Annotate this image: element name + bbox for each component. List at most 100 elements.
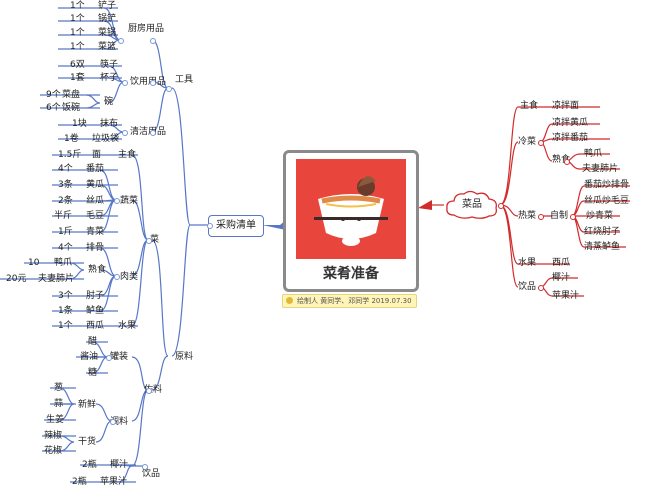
- topic-duck-claw-qty[interactable]: 10: [28, 258, 40, 268]
- topic-plate-qty[interactable]: 9个: [46, 90, 61, 100]
- topic-ribs[interactable]: 排骨: [86, 243, 105, 253]
- topic-veg[interactable]: 蔬菜: [120, 196, 139, 206]
- topic-plate[interactable]: 菜盘: [62, 90, 81, 100]
- topic-food[interactable]: 菜: [150, 235, 160, 245]
- topic-cooked[interactable]: 熟食: [88, 265, 107, 275]
- node-collapse-handle[interactable]: [570, 214, 576, 220]
- topic-r-fruit[interactable]: 水果: [518, 258, 537, 268]
- node-collapse-handle[interactable]: [564, 159, 570, 165]
- topic-ingredients[interactable]: 原料: [175, 352, 194, 362]
- topic-melon-qty[interactable]: 1个: [58, 321, 73, 331]
- topic-r-cold[interactable]: 冷菜: [518, 137, 537, 147]
- topic-cup-qty[interactable]: 1套: [70, 73, 85, 83]
- node-collapse-handle[interactable]: [114, 274, 120, 280]
- topic-condiment[interactable]: 罐装: [110, 352, 129, 362]
- topic-couple-slice[interactable]: 夫妻肺片: [38, 274, 75, 284]
- topic-loofah-qty[interactable]: 2条: [58, 196, 73, 206]
- topic-cucumber-qty[interactable]: 3条: [58, 180, 73, 190]
- topic-elbow[interactable]: 肘子: [86, 291, 105, 301]
- node-collapse-handle[interactable]: [118, 38, 124, 44]
- node-collapse-handle[interactable]: [207, 223, 213, 229]
- topic-r-cooked[interactable]: 熟食: [552, 155, 571, 165]
- topic-r-h2[interactable]: 丝瓜炒毛豆: [584, 196, 630, 206]
- node-collapse-handle[interactable]: [122, 130, 128, 136]
- topic-elbow-qty[interactable]: 3个: [58, 291, 73, 301]
- node-collapse-handle[interactable]: [142, 464, 148, 470]
- topic-shovel-qty[interactable]: 1个: [70, 1, 85, 11]
- node-collapse-handle[interactable]: [498, 203, 504, 209]
- topic-basket-qty[interactable]: 1个: [70, 42, 85, 52]
- topic-soy[interactable]: 酱油: [80, 352, 99, 362]
- topic-dried[interactable]: 干货: [78, 437, 97, 447]
- topic-r-h3[interactable]: 炒青菜: [586, 211, 614, 221]
- topic-scallion[interactable]: 葱: [54, 383, 64, 393]
- node-collapse-handle[interactable]: [146, 238, 152, 244]
- node-collapse-handle[interactable]: [122, 80, 128, 86]
- topic-ribs-qty[interactable]: 4个: [58, 243, 73, 253]
- topic-r-h1[interactable]: 番茄炒排骨: [584, 180, 630, 190]
- topic-r-cucumber[interactable]: 凉拌黄瓜: [552, 118, 589, 128]
- topic-bowl[interactable]: 碗: [104, 97, 114, 107]
- topic-r-h5[interactable]: 清蒸鲈鱼: [584, 242, 621, 252]
- topic-r-melon[interactable]: 西瓜: [552, 258, 571, 268]
- topic-pepper[interactable]: 花椒: [44, 446, 63, 456]
- topic-r-h4[interactable]: 红烧肘子: [584, 227, 621, 237]
- topic-greens[interactable]: 青菜: [86, 227, 105, 237]
- topic-ladle-qty[interactable]: 1个: [70, 14, 85, 24]
- topic-pot-qty[interactable]: 1个: [70, 28, 85, 38]
- node-collapse-handle[interactable]: [538, 140, 544, 146]
- topic-tomato[interactable]: 番茄: [86, 164, 105, 174]
- topic-duck-claw[interactable]: 鸭爪: [54, 258, 73, 268]
- topic-rag-qty[interactable]: 1块: [72, 119, 87, 129]
- topic-staple[interactable]: 主食: [118, 150, 137, 160]
- topic-trash-bag[interactable]: 垃圾袋: [92, 134, 120, 144]
- topic-r-slice[interactable]: 夫妻肺片: [582, 164, 619, 174]
- node-collapse-handle[interactable]: [106, 355, 112, 361]
- topic-r-tomato[interactable]: 凉拌番茄: [552, 133, 589, 143]
- topic-greens-qty[interactable]: 1斤: [58, 227, 73, 237]
- topic-rag[interactable]: 抹布: [100, 119, 119, 129]
- topic-r-hot[interactable]: 热菜: [518, 211, 537, 221]
- topic-coconut[interactable]: 椰汁: [110, 460, 129, 470]
- topic-loofah[interactable]: 丝瓜: [86, 196, 105, 206]
- topic-r-apple[interactable]: 苹果汁: [552, 291, 580, 301]
- topic-seasoning[interactable]: 佐料: [144, 385, 163, 395]
- central-topic[interactable]: 菜肴准备: [283, 150, 419, 292]
- node-collapse-handle[interactable]: [110, 419, 116, 425]
- topic-noodle-qty[interactable]: 1.5斤: [58, 150, 82, 160]
- topic-shovel[interactable]: 铲子: [98, 1, 117, 11]
- topic-tools[interactable]: 工具: [175, 75, 194, 85]
- topic-melon[interactable]: 西瓜: [86, 321, 105, 331]
- node-collapse-handle[interactable]: [150, 38, 156, 44]
- topic-edamame-qty[interactable]: 半斤: [54, 211, 73, 221]
- topic-fruit[interactable]: 水果: [118, 321, 137, 331]
- topic-rice-bowl[interactable]: 饭碗: [62, 103, 81, 113]
- topic-cup[interactable]: 杯子: [100, 73, 119, 83]
- node-collapse-handle[interactable]: [166, 86, 172, 92]
- topic-drink-use[interactable]: 饮用用品: [130, 77, 167, 87]
- topic-kitchen-use[interactable]: 厨房用品: [128, 24, 165, 34]
- topic-garlic[interactable]: 蒜: [54, 399, 64, 409]
- topic-meat[interactable]: 肉类: [120, 272, 139, 282]
- topic-chili[interactable]: 辣椒: [44, 431, 63, 441]
- topic-chopsticks-qty[interactable]: 6双: [70, 60, 85, 70]
- topic-rice-bowl-qty[interactable]: 6个: [46, 103, 61, 113]
- topic-spices[interactable]: 调料: [110, 417, 129, 427]
- topic-apple[interactable]: 苹果汁: [100, 477, 128, 487]
- topic-noodle[interactable]: 面: [92, 150, 102, 160]
- topic-basket[interactable]: 菜篮: [98, 42, 117, 52]
- node-collapse-handle[interactable]: [538, 214, 544, 220]
- topic-r-staple[interactable]: 主食: [520, 101, 539, 111]
- topic-sugar[interactable]: 糖: [88, 368, 98, 378]
- topic-fresh[interactable]: 新鲜: [78, 400, 97, 410]
- node-collapse-handle[interactable]: [114, 198, 120, 204]
- topic-clean-use[interactable]: 清洁用品: [130, 127, 167, 137]
- topic-r-cold-noodle[interactable]: 凉拌面: [552, 101, 580, 111]
- branch-purchase-list[interactable]: 采购清单: [208, 215, 264, 237]
- topic-cucumber[interactable]: 黄瓜: [86, 180, 105, 190]
- topic-drinks[interactable]: 饮品: [142, 469, 161, 479]
- topic-tomato-qty[interactable]: 4个: [58, 164, 73, 174]
- topic-r-self[interactable]: 自制: [550, 211, 569, 221]
- node-collapse-handle[interactable]: [146, 388, 152, 394]
- topic-apple-qty[interactable]: 2瓶: [72, 477, 87, 487]
